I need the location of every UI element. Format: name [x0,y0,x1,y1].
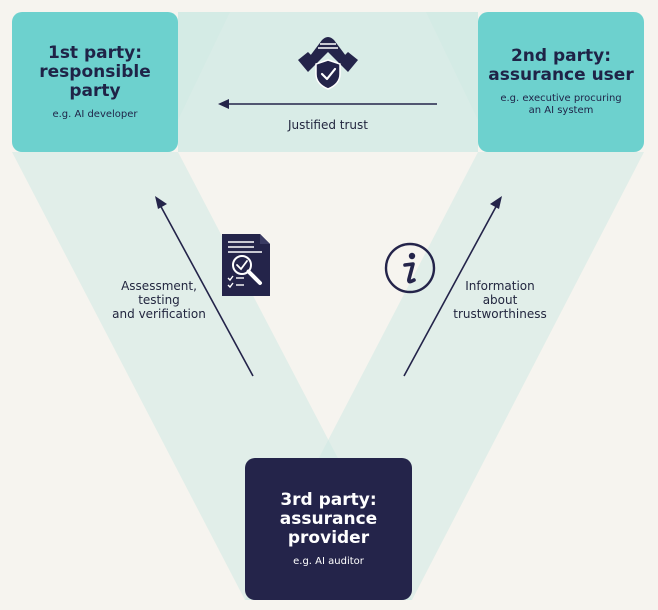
document-magnifier-icon [220,232,272,298]
information-arrow [403,196,502,377]
first-party-box: 1st party: responsible party e.g. AI dev… [12,12,178,152]
second-party-title: 2nd party: assurance user [488,46,634,85]
third-party-title: 3rd party: assurance provider [279,489,378,548]
top-fan-right [426,12,478,120]
top-fan-left [178,12,230,120]
assessment-label: Assessment, testing and verification [112,279,206,321]
trust-label: Justified trust [287,118,368,132]
information-label: Information about trustworthiness [453,279,547,321]
assessment-arrow [155,196,254,377]
handshake-shield-icon [296,30,360,92]
third-party-subtitle: e.g. AI auditor [293,555,364,567]
second-party-subtitle: e.g. executive procuring an AI system [500,93,622,116]
second-party-box: 2nd party: assurance user e.g. executive… [478,12,644,152]
trust-arrow [218,99,437,109]
info-icon [383,241,437,295]
first-party-title: 1st party: responsible party [39,42,151,101]
first-party-subtitle: e.g. AI developer [52,108,138,120]
third-party-box: 3rd party: assurance provider e.g. AI au… [245,458,412,600]
